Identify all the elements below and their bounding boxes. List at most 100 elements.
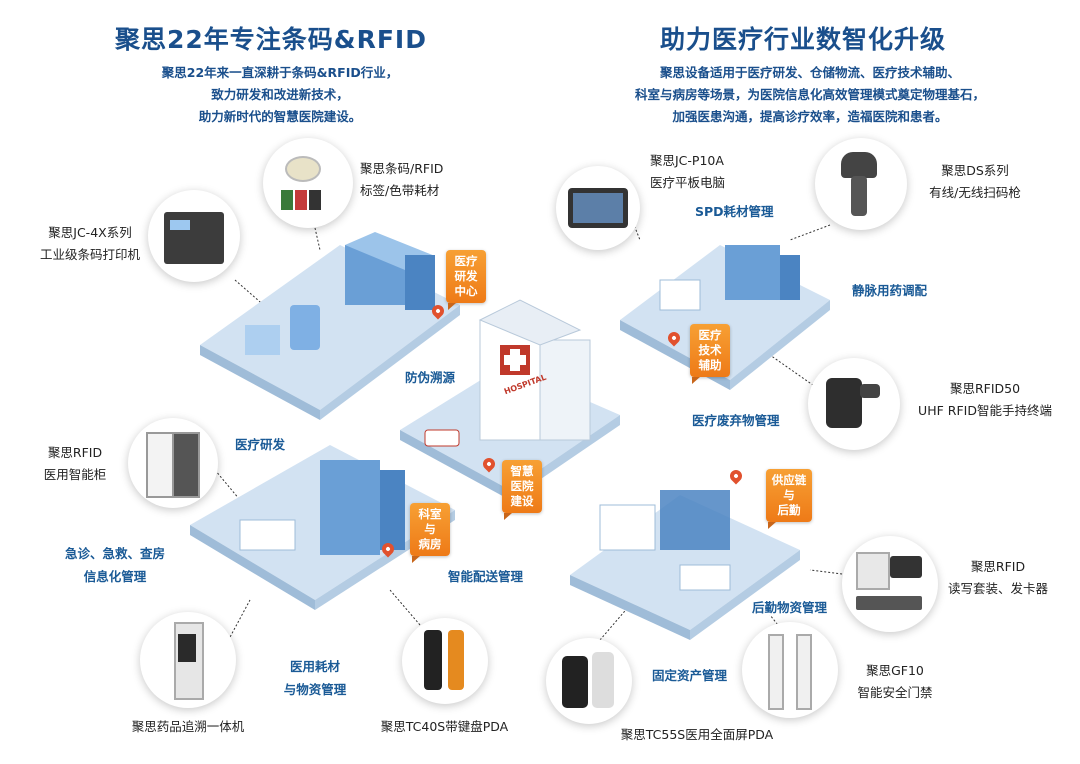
gf10-product-label: 聚思GF10 智能安全门禁 — [840, 660, 950, 704]
tc40s-image — [402, 618, 488, 704]
tag-line: 研发 — [454, 269, 478, 283]
reader-module-icon — [856, 596, 922, 610]
kiosk-product-label: 聚思药品追溯一体机 — [131, 719, 245, 734]
ds-product-desc: 有线/无线扫码枪 — [929, 185, 1021, 200]
tag-smart-hospital: 智慧 医院 建设 — [502, 460, 542, 520]
scenario-consumables: 医用耗材 与物资管理 — [270, 655, 360, 701]
scenario-waste: 医疗废弃物管理 — [692, 413, 780, 428]
card-issuer-icon — [890, 556, 922, 578]
tag-line: 病房 — [418, 537, 442, 551]
tc40s-product-label: 聚思TC40S带键盘PDA — [380, 719, 509, 734]
left-description-line: 助力新时代的智慧医院建设。 — [198, 109, 362, 124]
tag-line: 科室 — [418, 507, 442, 521]
ribbon-green-icon — [281, 190, 293, 210]
printer-product-name: 聚思JC-4X系列 — [48, 225, 132, 240]
pda-front-icon — [424, 630, 442, 690]
scenario-spd: SPD耗材管理 — [695, 204, 774, 219]
scenario-iv: 静脉用药调配 — [852, 283, 928, 298]
cabinet-left-icon — [146, 432, 174, 498]
tag-line: 辅助 — [698, 358, 722, 372]
scanner-head-icon — [841, 152, 877, 178]
tablet-image — [556, 166, 640, 250]
tag-line: 建设 — [510, 494, 534, 508]
tag-line: 医疗 — [698, 328, 722, 342]
cabinet-right-icon — [172, 432, 200, 498]
tag-line: 智慧 — [510, 464, 534, 478]
center-platform — [400, 299, 620, 500]
labels-product-desc: 标签/色带耗材 — [360, 183, 440, 198]
phone-pda-front-icon — [562, 656, 588, 708]
scenario-anti-counterfeit: 防伪溯源 — [405, 370, 456, 385]
scenario-emergency: 急诊、急救、查房 信息化管理 — [55, 542, 175, 588]
gf10-product-name: 聚思GF10 — [866, 663, 924, 678]
ds-product-name: 聚思DS系列 — [941, 163, 1009, 178]
left-description-line: 致力研发和改进新技术， — [211, 87, 349, 102]
printer-product-label: 聚思JC-4X系列 工业级条码打印机 — [30, 222, 150, 266]
right-description-line: 加强医患沟通，提高诊疗效率，造福医院和患者。 — [672, 109, 948, 124]
tag-ward: 科室 与 病房 — [410, 503, 450, 563]
printer-product-desc: 工业级条码打印机 — [39, 247, 140, 262]
gate-left-icon — [768, 634, 784, 710]
ds-product-label: 聚思DS系列 有线/无线扫码枪 — [915, 160, 1035, 204]
scanner-handle-icon — [851, 176, 867, 216]
tablet-product-desc: 医疗平板电脑 — [650, 175, 726, 190]
tc55s-product-label: 聚思TC55S医用全面屏PDA — [620, 727, 774, 742]
rfid50-product-label: 聚思RFID50 UHF RFID智能手持终端 — [905, 378, 1065, 422]
right-description-line: 聚思设备适用于医疗研发、仓储物流、医疗技术辅助、 — [659, 65, 960, 80]
tablet-screen-icon — [573, 193, 623, 223]
tag-line: 医疗 — [454, 254, 478, 268]
pda-back-icon — [448, 630, 464, 690]
label-roll-icon — [285, 156, 321, 182]
reader-product-desc: 读写套装、发卡器 — [947, 581, 1048, 596]
rfid50-product-desc: UHF RFID智能手持终端 — [918, 403, 1052, 418]
scenario-consumables-line: 与物资管理 — [283, 682, 347, 697]
phone-pda-back-icon — [592, 652, 614, 708]
scenario-consumables-line: 医用耗材 — [289, 659, 340, 674]
cabinet-product-label: 聚思RFID 医用智能柜 — [30, 442, 120, 486]
gf10-product-desc: 智能安全门禁 — [857, 685, 933, 700]
rfid50-product-name: 聚思RFID50 — [949, 381, 1021, 396]
ribbon-red-icon — [295, 190, 307, 210]
tag-rnd-center: 医疗 研发 中心 — [446, 250, 486, 310]
tag-line: 医院 — [510, 479, 534, 493]
cabinet-image — [128, 418, 218, 508]
tag-line: 后勤 — [777, 503, 801, 517]
kiosk-image — [140, 612, 236, 708]
gate-right-icon — [796, 634, 812, 710]
scanner-image — [815, 138, 907, 230]
tag-line: 与 — [783, 488, 795, 502]
reader-product-name: 聚思RFID — [970, 559, 1026, 574]
printer-screen-icon — [170, 220, 190, 230]
tag-line: 中心 — [454, 284, 478, 298]
labels-product-label: 聚思条码/RFID 标签/色带耗材 — [360, 158, 470, 202]
label-consumables-image — [263, 138, 353, 228]
left-description-line: 聚思22年来一直深耕于条码&RFID行业， — [161, 65, 399, 80]
scenario-emergency-line: 信息化管理 — [83, 569, 147, 584]
tag-supply: 供应链 与 后勤 — [766, 469, 812, 529]
left-description: 聚思22年来一直深耕于条码&RFID行业， 致力研发和改进新技术， 助力新时代的… — [90, 62, 470, 128]
tc55s-image — [546, 638, 632, 724]
left-upper-platform — [200, 232, 460, 420]
rfid-grip-icon — [860, 384, 880, 398]
rfid-handheld-icon — [826, 378, 862, 428]
labels-product-name: 聚思条码/RFID — [360, 161, 444, 176]
scenario-rnd: 医疗研发 — [235, 437, 286, 452]
tag-line: 技术 — [698, 343, 722, 357]
scenario-logistics: 后勤物资管理 — [752, 600, 828, 615]
reader-product-label: 聚思RFID 读写套装、发卡器 — [938, 556, 1058, 600]
rfid50-image — [808, 358, 900, 450]
kiosk-screen-icon — [178, 634, 196, 662]
tablet-product-label: 聚思JC-P10A 医疗平板电脑 — [650, 150, 750, 194]
right-title: 助力医疗行业数智化升级 — [660, 25, 947, 54]
right-description-line: 科室与病房等场景，为医院信息化高效管理模式奠定物理基石， — [634, 87, 985, 102]
right-lower-platform — [570, 490, 800, 640]
scenario-delivery: 智能配送管理 — [448, 569, 524, 584]
reader-image — [842, 536, 938, 632]
scenario-assets: 固定资产管理 — [652, 668, 728, 683]
gf10-image — [742, 622, 838, 718]
scenario-emergency-line: 急诊、急救、查房 — [64, 546, 165, 561]
ribbon-black-icon — [309, 190, 321, 210]
reader-antenna-icon — [856, 552, 890, 590]
printer-image — [148, 190, 240, 282]
